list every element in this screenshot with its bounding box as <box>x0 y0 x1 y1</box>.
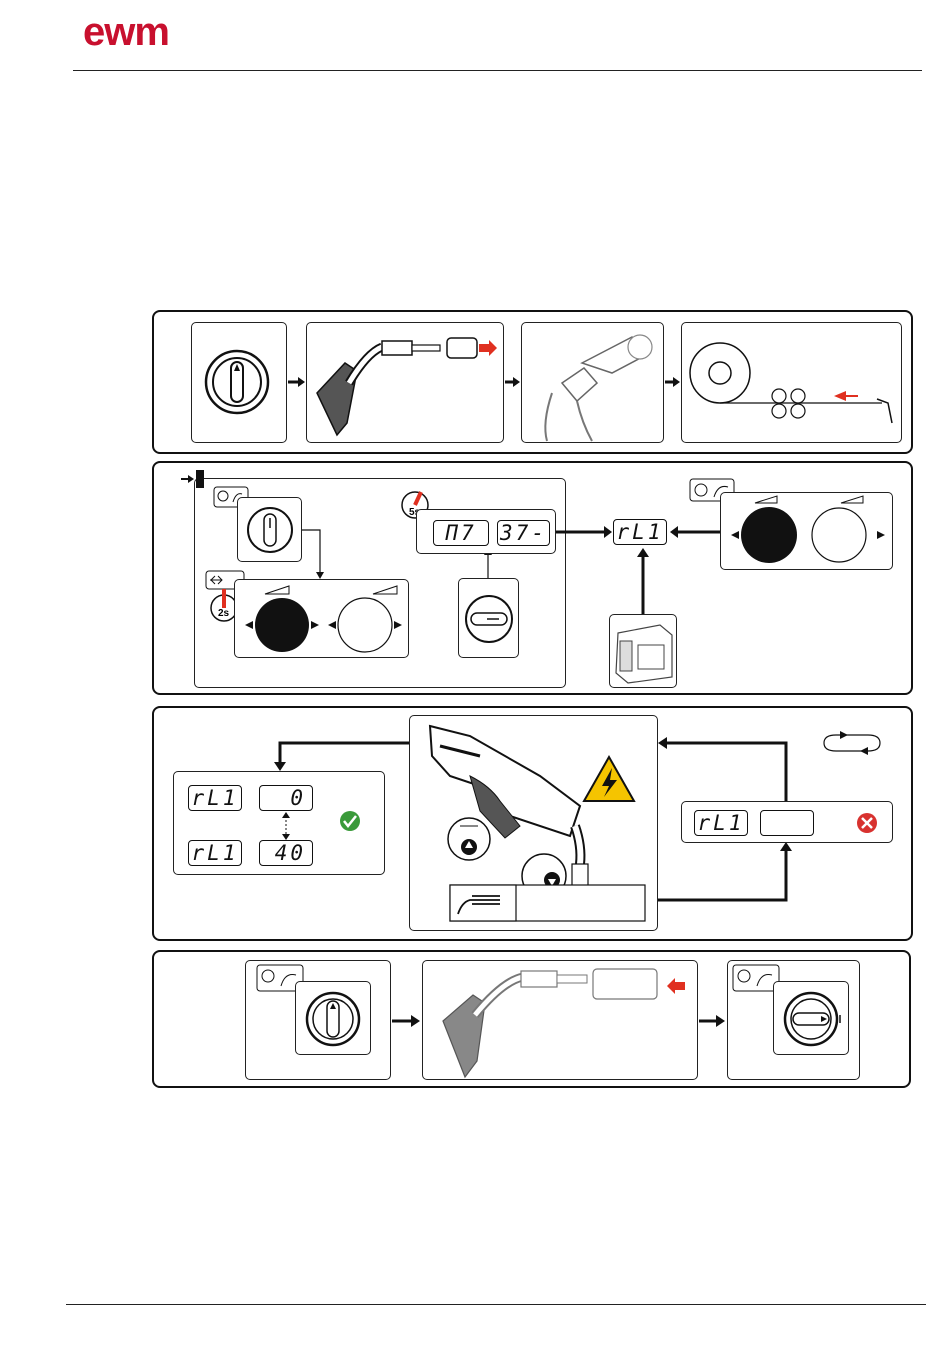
main-switch-on-icon <box>774 982 850 1056</box>
main-switch-on-inner <box>773 981 849 1055</box>
